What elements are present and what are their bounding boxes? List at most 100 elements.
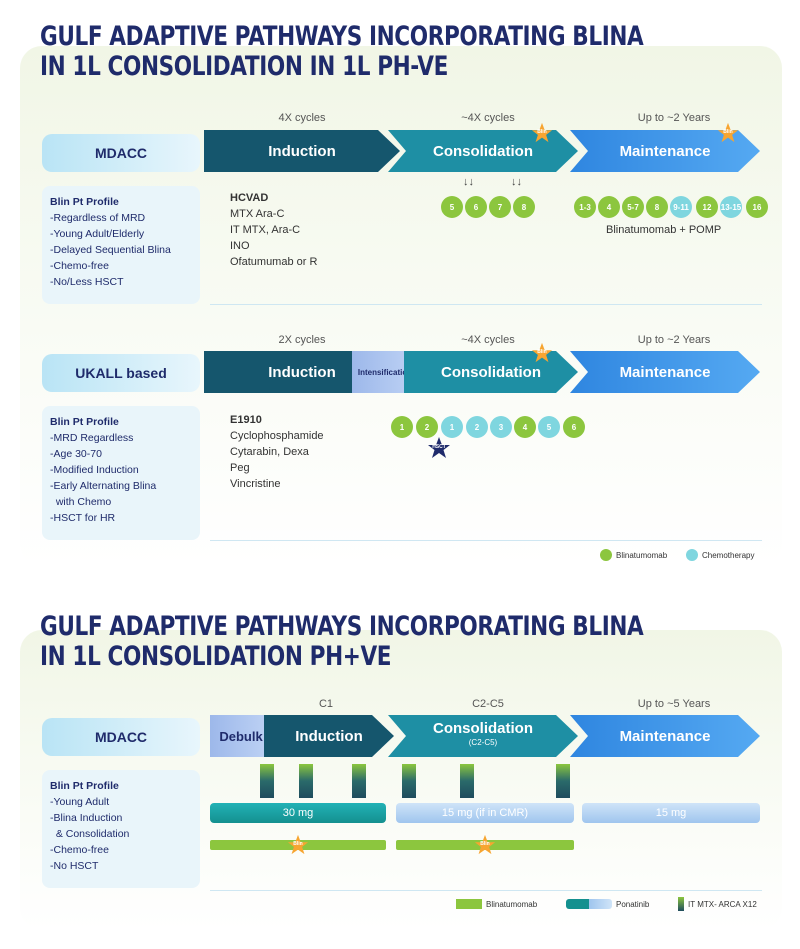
regimen-item: Cyclophosphamide <box>230 430 324 442</box>
legend-chemotherapy: Chemotherapy <box>686 549 754 561</box>
profile-item: -No/Less HSCT <box>50 276 124 288</box>
profile-item: -No HSCT <box>50 860 99 872</box>
profile-item: -Young Adult <box>50 796 110 808</box>
debulk-block: Debulk <box>210 715 272 757</box>
legend-blinatumomab: Blinatumomab <box>600 549 667 561</box>
profile-item: -MRD Regardless <box>50 432 134 444</box>
it-mtx-legend-swatch <box>678 897 684 911</box>
it-mtx-marker <box>299 764 313 798</box>
mdacc-pill: MDACC <box>42 718 200 756</box>
ukall-pill: UKALL based <box>42 354 200 392</box>
it-mtx-marker <box>460 764 474 798</box>
induction-arrow: Induction <box>204 130 400 172</box>
blin-star-icon: Blin <box>717 122 739 144</box>
maintenance-cycle-dot: 13-15 <box>720 196 742 218</box>
regimen-item: Ofatumumab or R <box>230 256 318 268</box>
ponatinib-dose-bar: 30 mg <box>210 803 386 823</box>
maintenance-cycle-dot: 16 <box>746 196 768 218</box>
induction-arrow: Induction <box>264 715 394 757</box>
consolidation-cycle-dot: 7 <box>489 196 511 218</box>
blin-star-icon: Blin <box>287 834 309 856</box>
section-divider <box>210 304 762 305</box>
cycle-label-maintenance: Up to ~5 Years <box>637 698 711 710</box>
profile-item: -Delayed Sequential Blina <box>50 244 171 256</box>
profile-item: -Young Adult/Elderly <box>50 228 145 240</box>
section-divider <box>210 540 762 541</box>
cycle-label-consolidation: ~4X cycles <box>461 112 515 124</box>
profile-title: Blin Pt Profile <box>50 780 119 792</box>
blinatumomab-legend-swatch <box>456 899 482 909</box>
profile-item: -Blina Induction <box>50 812 123 824</box>
regimen-block: HCVAD MTX Ara-C IT MTX, Ara-C INO Ofatum… <box>230 190 317 270</box>
cycle-label-induction: C1 <box>318 698 334 710</box>
legend-it-mtx: IT MTX- ARCA X12 <box>678 897 757 911</box>
regimen-title: E1910 <box>230 414 262 426</box>
consolidation-arrow: Consolidation <box>388 130 578 172</box>
ukall-cycle-dot: 4 <box>514 416 536 438</box>
legend-ponatinib: Ponatinib <box>566 899 649 909</box>
regimen-item: MTX Ara-C <box>230 208 285 220</box>
profile-item: -Regardless of MRD <box>50 212 146 224</box>
regimen-title: HCVAD <box>230 192 269 204</box>
blin-star-icon: Blin <box>474 834 496 856</box>
profile-item: -Chemo-free <box>50 260 109 272</box>
maintenance-cycle-dot: 12 <box>696 196 718 218</box>
blinatumomab-legend-dot <box>600 549 612 561</box>
regimen-block: E1910 Cyclophosphamide Cytarabin, Dexa P… <box>230 412 324 492</box>
maintenance-cycle-dot: 8 <box>646 196 668 218</box>
ponatinib-dose-bar: 15 mg <box>582 803 760 823</box>
it-mtx-marker <box>352 764 366 798</box>
maintenance-cycle-dot: 1-3 <box>574 196 596 218</box>
cycle-label-consolidation: ~4X cycles <box>461 334 515 346</box>
regimen-item: Cytarabin, Dexa <box>230 446 309 458</box>
ukall-cycle-dot: 1 <box>441 416 463 438</box>
it-mtx-marker <box>556 764 570 798</box>
profile-item: -Age 30-70 <box>50 448 102 460</box>
mdacc-profile-card: Blin Pt Profile -Young Adult -Blina Indu… <box>42 770 200 888</box>
profile-item: with Chemo <box>50 496 112 508</box>
maintenance-cycle-dot: 5-7 <box>622 196 644 218</box>
section2-title-line2: IN 1L CONSOLIDATION PH+VE <box>40 641 392 672</box>
profile-item: -Chemo-free <box>50 844 109 856</box>
profile-item: -Early Alternating Blina <box>50 480 157 492</box>
ukall-cycle-dot: 2 <box>416 416 438 438</box>
down-arrows-icon: ↓↓ <box>463 176 474 188</box>
maintenance-regimen-label: Blinatumomab + POMP <box>606 224 722 236</box>
legend-blinatumomab: Blinatumomab <box>456 899 537 909</box>
section1-title-line1: GULF ADAPTIVE PATHWAYS INCORPORATING BLI… <box>40 21 644 52</box>
cycle-label-consolidation: C2-C5 <box>472 698 504 710</box>
it-mtx-marker <box>402 764 416 798</box>
maintenance-cycle-dot: 4 <box>598 196 620 218</box>
cycle-label-induction: 4X cycles <box>278 112 326 124</box>
regimen-item: Peg <box>230 462 250 474</box>
ukall-cycle-dot: 5 <box>538 416 560 438</box>
mdacc-profile-card: Blin Pt Profile -Regardless of MRD -Youn… <box>42 186 200 304</box>
consolidation-cycle-dot: 6 <box>465 196 487 218</box>
ukall-profile-card: Blin Pt Profile -MRD Regardless -Age 30-… <box>42 406 200 540</box>
profile-title: Blin Pt Profile <box>50 416 119 428</box>
regimen-item: INO <box>230 240 250 252</box>
cycle-label-induction: 2X cycles <box>278 334 326 346</box>
profile-item: -HSCT for HR <box>50 512 116 524</box>
mdacc-pill: MDACC <box>42 134 200 172</box>
ukall-cycle-dot: 3 <box>490 416 512 438</box>
consolidation-cycle-dot: 5 <box>441 196 463 218</box>
maintenance-arrow: Maintenance <box>570 715 760 757</box>
section1-title-line2: IN 1L CONSOLIDATION IN 1L PH-VE <box>40 51 448 82</box>
down-arrows-icon: ↓↓ <box>511 176 522 188</box>
maintenance-cycle-dot: 9-11 <box>670 196 692 218</box>
consolidation-sublabel: (C2-C5) <box>468 738 498 747</box>
section2-title-line1: GULF ADAPTIVE PATHWAYS INCORPORATING BLI… <box>40 611 644 642</box>
maintenance-arrow: Maintenance <box>570 351 760 393</box>
regimen-item: Vincristine <box>230 478 281 490</box>
ponatinib-dose-bar: 15 mg (if in CMR) <box>396 803 574 823</box>
it-mtx-marker <box>260 764 274 798</box>
consolidation-arrow: Consolidation <box>404 351 578 393</box>
chemotherapy-legend-dot <box>686 549 698 561</box>
section-divider <box>210 890 762 891</box>
consolidation-cycle-dot: 8 <box>513 196 535 218</box>
regimen-item: IT MTX, Ara-C <box>230 224 301 236</box>
profile-item: -Modified Induction <box>50 464 139 476</box>
blin-star-icon: Blin <box>531 122 553 144</box>
cycle-label-maintenance: Up to ~2 Years <box>637 112 711 124</box>
